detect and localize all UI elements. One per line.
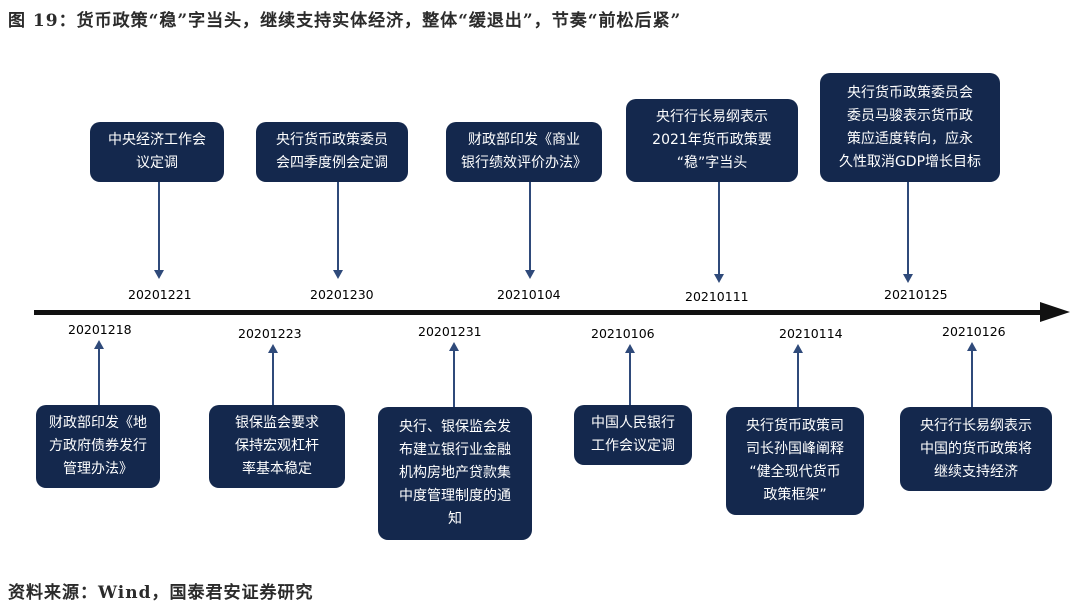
source-note: 资料来源：Wind，国泰君安证券研究 bbox=[8, 583, 314, 603]
event-date: 20210104 bbox=[497, 287, 561, 302]
event-date: 20201230 bbox=[310, 287, 374, 302]
event-box: 中国人民银行 工作会议定调 bbox=[574, 405, 692, 465]
arrow-up-icon bbox=[793, 344, 803, 353]
event-date: 20201221 bbox=[128, 287, 192, 302]
event-box: 中央经济工作会 议定调 bbox=[90, 122, 224, 182]
connector-line bbox=[797, 353, 799, 407]
event-box: 财政部印发《商业 银行绩效评价办法》 bbox=[446, 122, 602, 182]
event-box: 央行货币政策委员 会四季度例会定调 bbox=[256, 122, 408, 182]
connector-line bbox=[971, 351, 973, 407]
arrow-down-icon bbox=[525, 270, 535, 279]
connector-line bbox=[453, 351, 455, 407]
connector-line bbox=[158, 182, 160, 270]
event-date: 20210125 bbox=[884, 287, 948, 302]
connector-line bbox=[272, 353, 274, 405]
arrow-down-icon bbox=[903, 274, 913, 283]
figure-title: 图 19：货币政策“稳”字当头，继续支持实体经济，整体“缓退出”，节奏“前松后紧… bbox=[8, 11, 682, 31]
event-date: 20201231 bbox=[418, 324, 482, 339]
arrow-down-icon bbox=[714, 274, 724, 283]
event-date: 20210111 bbox=[685, 289, 749, 304]
event-box: 央行货币政策司 司长孙国峰阐释 “健全现代货币 政策框架” bbox=[726, 407, 864, 515]
arrow-up-icon bbox=[967, 342, 977, 351]
event-box: 央行、银保监会发 布建立银行业金融 机构房地产贷款集 中度管理制度的通 知 bbox=[378, 407, 532, 540]
event-date: 20201223 bbox=[238, 326, 302, 341]
connector-line bbox=[718, 182, 720, 274]
arrow-down-icon bbox=[333, 270, 343, 279]
event-box: 财政部印发《地 方政府债券发行 管理办法》 bbox=[36, 405, 160, 488]
connector-line bbox=[98, 349, 100, 405]
event-date: 20210106 bbox=[591, 326, 655, 341]
event-date: 20210114 bbox=[779, 326, 843, 341]
arrow-up-icon bbox=[268, 344, 278, 353]
event-date: 20201218 bbox=[68, 322, 132, 337]
event-date: 20210126 bbox=[942, 324, 1006, 339]
arrow-up-icon bbox=[449, 342, 459, 351]
event-box: 央行行长易纲表示 中国的货币政策将 继续支持经济 bbox=[900, 407, 1052, 491]
connector-line bbox=[907, 182, 909, 274]
arrow-down-icon bbox=[154, 270, 164, 279]
event-box: 银保监会要求 保持宏观杠杆 率基本稳定 bbox=[209, 405, 345, 488]
connector-line bbox=[629, 353, 631, 405]
connector-line bbox=[529, 182, 531, 270]
arrow-up-icon bbox=[625, 344, 635, 353]
connector-line bbox=[337, 182, 339, 270]
event-box: 央行货币政策委员会 委员马骏表示货币政 策应适度转向，应永 久性取消GDP增长目… bbox=[820, 73, 1000, 182]
timeline-axis-line bbox=[34, 310, 1044, 315]
timeline-arrowhead bbox=[1040, 302, 1070, 322]
arrow-up-icon bbox=[94, 340, 104, 349]
event-box: 央行行长易纲表示 2021年货币政策要 “稳”字当头 bbox=[626, 99, 798, 182]
